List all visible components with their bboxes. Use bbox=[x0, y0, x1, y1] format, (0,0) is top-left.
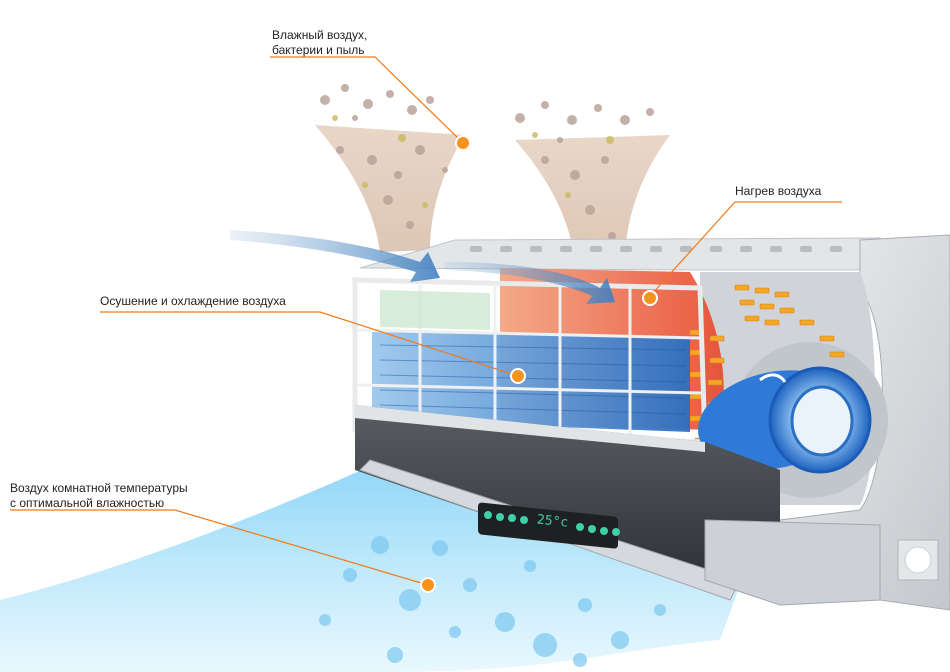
label-dehumidify-cool-text: Осушение и охлаждение воздуха bbox=[100, 294, 286, 308]
air-bubbles bbox=[319, 536, 666, 667]
dust-intake-right bbox=[515, 101, 670, 262]
label-air-heating: Нагрев воздуха bbox=[735, 184, 821, 199]
control-display: 25°c bbox=[478, 502, 620, 549]
casing-top bbox=[359, 237, 906, 271]
label-room-air: Воздух комнатной температуры с оптимальн… bbox=[10, 481, 188, 511]
intake-arrow-right bbox=[445, 262, 615, 304]
label-air-heating-text: Нагрев воздуха bbox=[735, 184, 822, 198]
callout-markers bbox=[420, 135, 658, 593]
underside bbox=[704, 519, 881, 606]
front-light-strip bbox=[355, 405, 705, 452]
leader-lines bbox=[10, 56, 842, 586]
temperature-readout: 25°c bbox=[536, 512, 569, 530]
crossflow-fan bbox=[698, 366, 872, 474]
lower-casing bbox=[355, 405, 780, 590]
label-room-air-line2: с оптимальной влажностью bbox=[10, 496, 165, 510]
casing-vents bbox=[470, 246, 842, 252]
label-dehumidify-cool: Осушение и охлаждение воздуха bbox=[100, 294, 286, 309]
label-room-air-line1: Воздух комнатной температуры bbox=[10, 481, 188, 495]
label-humid-air-line1: Влажный воздух, bbox=[272, 28, 368, 42]
dust-intake-left bbox=[315, 84, 465, 252]
label-humid-air-line2: бактерии и пыль bbox=[272, 43, 365, 57]
filter-mesh-green bbox=[380, 290, 490, 330]
label-humid-air: Влажный воздух, бактерии и пыль bbox=[272, 28, 367, 58]
coil-lines bbox=[379, 344, 686, 415]
cool-airflow bbox=[0, 462, 740, 672]
intake-arrow-left bbox=[230, 230, 440, 282]
